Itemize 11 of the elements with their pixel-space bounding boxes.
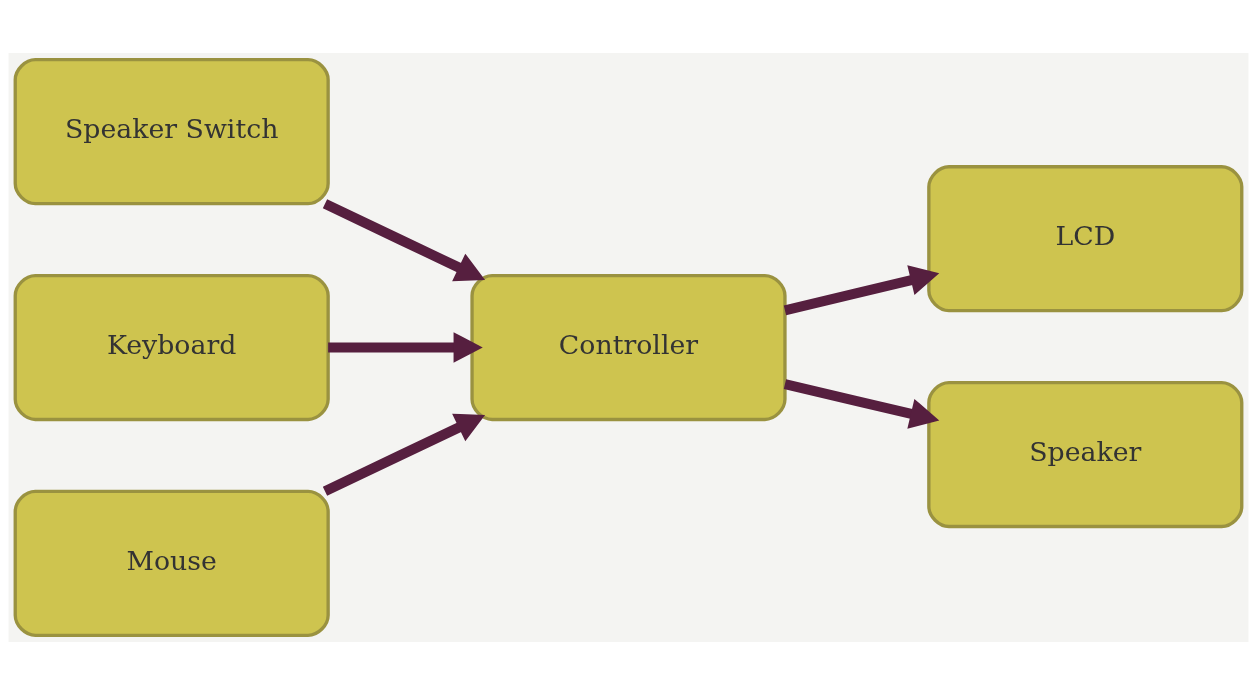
- arrow: [322, 413, 486, 496]
- arrow: [783, 264, 940, 315]
- arrow: [783, 378, 940, 429]
- node-box: Speaker Switch: [13, 57, 330, 205]
- node-box: LCD: [927, 164, 1244, 312]
- node-box: Controller: [470, 273, 787, 421]
- node-box: Mouse: [13, 489, 330, 637]
- node-box: Keyboard: [13, 273, 330, 421]
- arrow: [328, 331, 483, 363]
- arrow: [322, 198, 486, 281]
- node-box: Speaker: [927, 380, 1244, 528]
